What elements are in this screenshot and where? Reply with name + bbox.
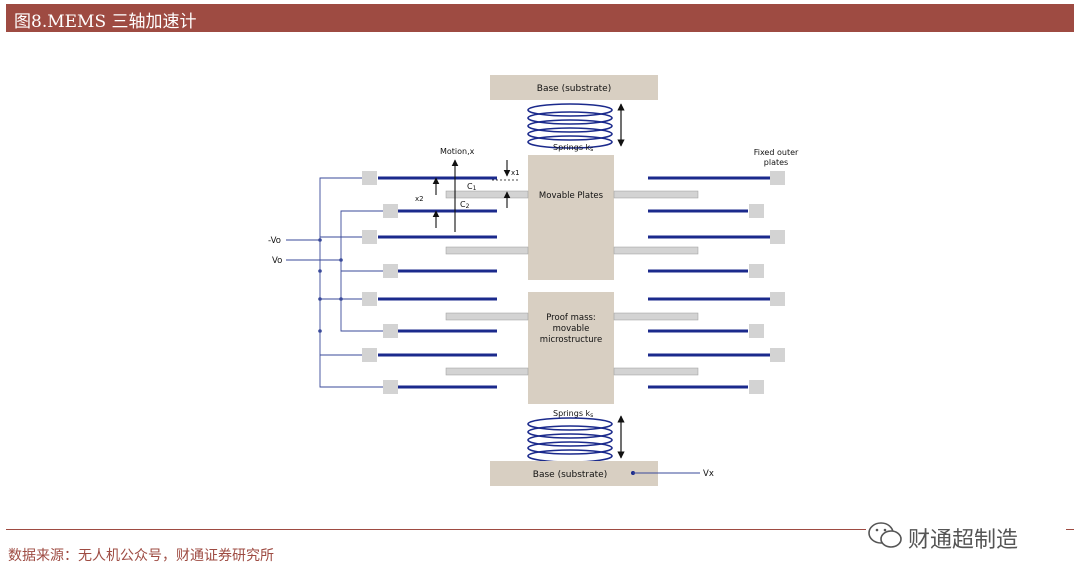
movable-plates-block — [528, 155, 614, 280]
fixed-plates-left — [378, 176, 497, 389]
vo-label: Vo — [272, 256, 282, 266]
proof-mass-label-3: microstructure — [540, 335, 602, 345]
proof-mass-label-2: movable — [553, 324, 590, 334]
right-pads — [749, 171, 785, 394]
proof-mass-block — [528, 292, 614, 404]
c2-label: C2 — [460, 200, 470, 210]
springs-bottom-label: Springs ks — [553, 409, 593, 419]
motion-label: Motion,x — [440, 147, 475, 156]
footer-divider — [6, 529, 1074, 530]
fixed-outer-plates-label-1: Fixed outer — [754, 148, 799, 157]
base-substrate-bottom-label: Base (substrate) — [533, 470, 607, 480]
movable-plates-label: Movable Plates — [539, 191, 604, 201]
x1-label: x1 — [511, 169, 520, 177]
x2-label: x2 — [415, 195, 424, 203]
proof-mass-label-1: Proof mass: — [546, 313, 596, 323]
base-substrate-bottom — [490, 461, 658, 486]
fixed-outer-plates-label-2: plates — [764, 158, 788, 167]
movable-fingers — [445, 190, 699, 376]
title-bar: 图8.MEMS 三轴加速计 — [6, 4, 1074, 32]
fixed-plates-right — [648, 176, 770, 389]
base-substrate-top — [490, 75, 658, 100]
watermark-text: 财通超制造 — [908, 528, 1019, 553]
wechat-icon — [868, 522, 902, 548]
page-title: 图8.MEMS 三轴加速计 — [14, 12, 197, 32]
c1-label: C1 — [467, 182, 477, 192]
neg-vo-label: -Vo — [268, 236, 281, 246]
electrode-wiring — [286, 177, 383, 388]
left-pads — [362, 171, 398, 394]
springs-top — [527, 103, 613, 149]
data-source: 数据来源：无人机公众号，财通证券研究所 — [8, 548, 274, 564]
vx-label: Vx — [703, 469, 714, 479]
watermark: 财通超制造 — [866, 518, 1066, 554]
springs-bottom — [527, 417, 613, 463]
wiring-junctions — [318, 238, 343, 333]
base-substrate-top-label: Base (substrate) — [537, 84, 611, 94]
springs-top-label: Springs ks — [553, 143, 593, 153]
